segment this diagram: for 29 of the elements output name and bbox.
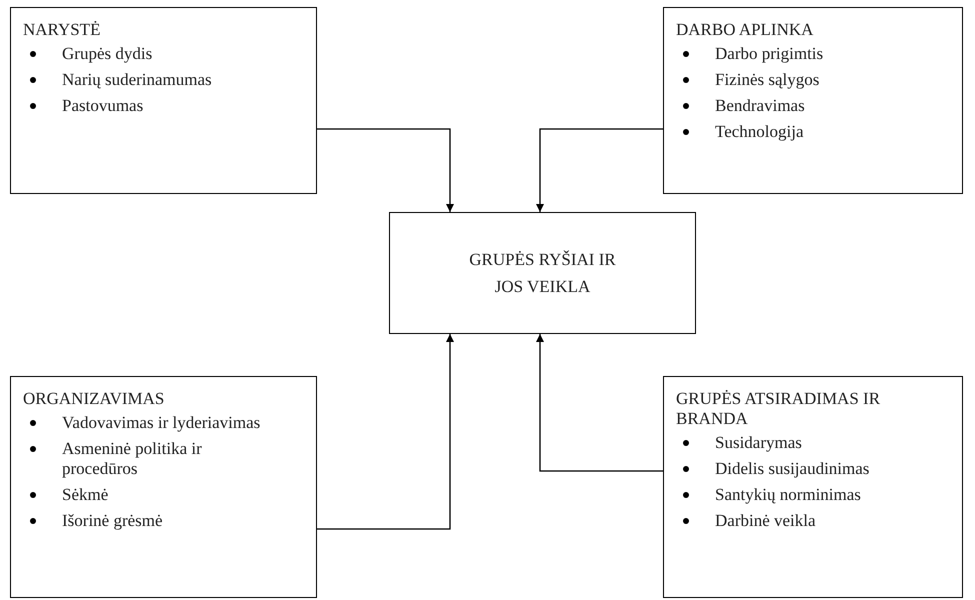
bullet-item: Santykių norminimas (676, 485, 925, 505)
bullet-item: Susidarymas (676, 433, 925, 453)
factor-box (10, 7, 317, 194)
arrow (317, 128, 454, 212)
box-heading: GRUPĖS ATSIRADIMAS IR BRANDA (676, 389, 882, 429)
factor-box (10, 376, 317, 598)
bullet-item: Technologija (676, 122, 925, 142)
bullet-item: Grupės dydis (23, 44, 272, 64)
bullet-item: Narių suderinamumas (23, 70, 272, 90)
bullet-item: Fizinės sąlygos (676, 70, 925, 90)
box-heading: NARYSTĖ (23, 20, 102, 40)
bullet-item: Didelis susijaudinimas (676, 459, 925, 479)
bullet-item: Pastovumas (23, 96, 272, 116)
bullet-item: Asmeninė politika ir procedūros (23, 439, 272, 479)
bullet-item: Darbo prigimtis (676, 44, 925, 64)
arrow (317, 334, 454, 530)
box-heading: ORGANIZAVIMAS (23, 389, 166, 409)
bullet-item: Darbinė veikla (676, 511, 925, 531)
central-box (389, 212, 696, 334)
box-heading: DARBO APLINKA (676, 20, 814, 40)
arrow (536, 334, 663, 472)
bullet-item: Sėkmė (23, 485, 272, 505)
factor-box (663, 7, 963, 194)
bullet-item: Išorinė grėsmė (23, 511, 272, 531)
factor-box (663, 376, 963, 598)
arrow (536, 128, 663, 212)
bullet-item: Bendravimas (676, 96, 925, 116)
bullet-item: Vadovavimas ir lyderiavimas (23, 413, 272, 433)
box-title: GRUPĖS RYŠIAI IR JOS VEIKLA (468, 249, 617, 298)
